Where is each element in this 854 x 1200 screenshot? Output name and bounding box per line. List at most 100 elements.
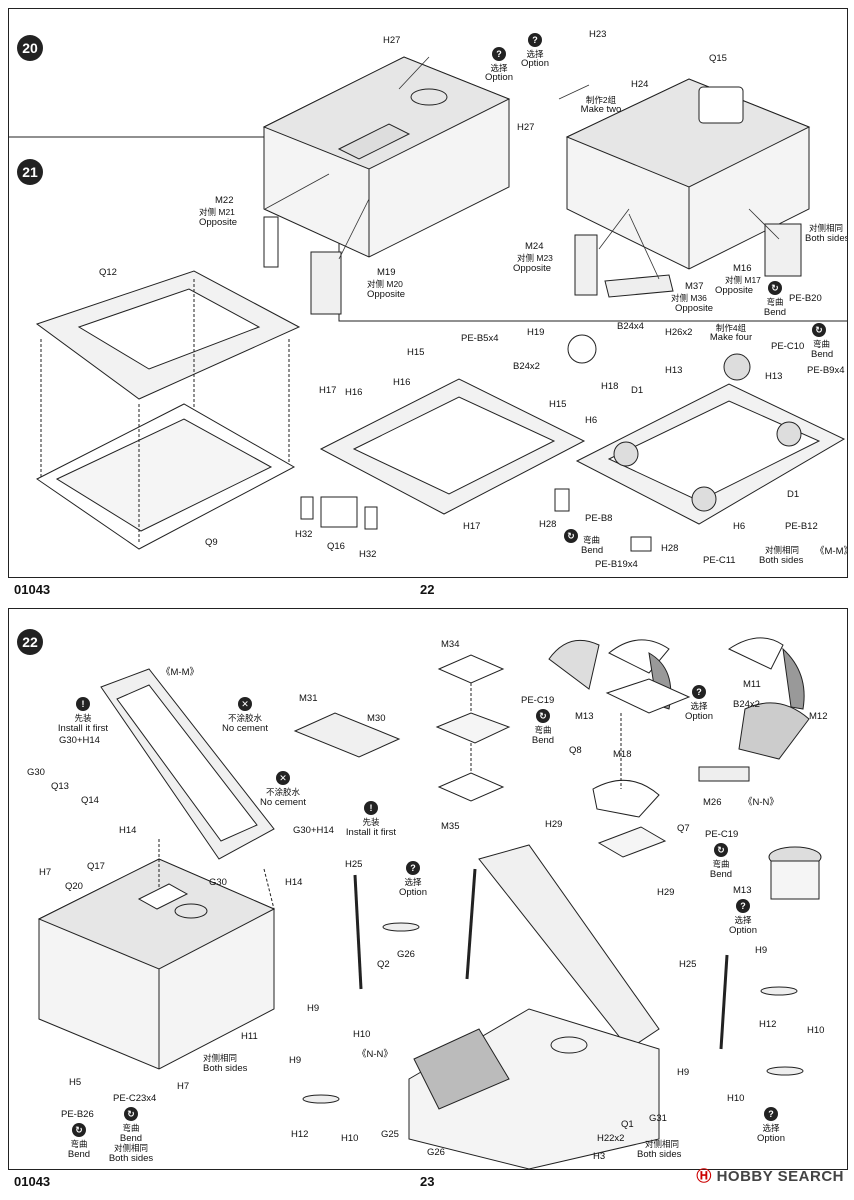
part-label-H28: H28: [539, 519, 557, 530]
part-label-H32: H32: [295, 529, 313, 540]
option-label-cn: 选择: [490, 63, 508, 73]
part-label-H13: H13: [665, 365, 683, 376]
part-label-H3: H3: [593, 1151, 606, 1162]
no-cement-cn: 不涂胶水: [265, 787, 301, 797]
part-label-B24x2: B24x2: [513, 361, 540, 372]
part-label-M11: M11: [743, 679, 761, 690]
bend-label: Bend: [119, 1133, 143, 1144]
install-first-icon: !: [76, 697, 90, 711]
part-label-M24: M24: [525, 241, 544, 252]
part-label-H24: H24: [631, 79, 649, 90]
part-label-PE-B8: PE-B8: [585, 513, 613, 524]
both-sides-cn: 对侧相同: [113, 1143, 149, 1153]
part-label-H11: H11: [241, 1031, 258, 1042]
both-sides-label: Both sides: [108, 1153, 154, 1164]
part-label-Q13: Q13: [51, 781, 69, 792]
part-label-H10: H10: [807, 1025, 825, 1036]
part-label-G30: G30: [27, 767, 45, 778]
option-icon: ?: [764, 1107, 778, 1121]
part-label-G25: G25: [381, 1129, 399, 1140]
no-cement-icon: ✕: [238, 697, 252, 711]
install-first-icon: !: [364, 801, 378, 815]
part-label-PE-B5x4: PE-B5x4: [461, 333, 499, 344]
install-first-cn: 先装: [74, 713, 92, 723]
make-four-label: Make four: [709, 332, 753, 343]
bend-icon: ↻: [714, 843, 728, 857]
bend-label: Bend: [67, 1149, 91, 1160]
part-label-Q17: Q17: [87, 861, 105, 872]
part-label-G31: G31: [649, 1113, 667, 1124]
part-label-H16: H16: [345, 387, 363, 398]
make-two-cn: 制作2组: [585, 95, 617, 105]
bend-cn: 弯曲: [766, 297, 784, 307]
part-label-PE-B26: PE-B26: [61, 1109, 94, 1120]
part-label-PE-B20: PE-B20: [789, 293, 822, 304]
part-label-H32: H32: [359, 549, 377, 560]
part-label-H5: H5: [69, 1077, 82, 1088]
opposite-cn: 对侧 M21: [199, 207, 235, 217]
part-label-Q15: Q15: [709, 53, 727, 64]
both-sides-cn: 对侧相同: [765, 545, 800, 555]
part-label-PE-C19: PE-C19: [705, 829, 739, 840]
both-sides-label: Both sides: [203, 1063, 248, 1074]
opposite-label: Opposite: [715, 285, 754, 296]
part-label-H17: H17: [319, 385, 337, 396]
part-label-H15: H15: [407, 347, 425, 358]
option-label: Option: [485, 72, 513, 83]
part-label-H14: H14: [285, 877, 303, 888]
part-label-M12: M12: [809, 711, 828, 722]
part-label-Q8: Q8: [569, 745, 582, 756]
part-label-Q20: Q20: [65, 881, 83, 892]
option-label: Option: [685, 711, 713, 722]
opposite-cn: 对侧 M36: [671, 293, 707, 303]
bend-label: Bend: [709, 869, 733, 880]
part-label-M30: M30: [367, 713, 386, 724]
part-label-M31: M31: [299, 693, 318, 704]
part-label-M13: M13: [575, 711, 594, 722]
part-label-PE-C10: PE-C10: [771, 341, 805, 352]
option-icon: ?: [406, 861, 420, 875]
part-label-Q7: Q7: [677, 823, 690, 834]
opposite-label: Opposite: [199, 217, 238, 228]
part-label-H10: H10: [727, 1093, 745, 1104]
part-label-H6: H6: [733, 521, 746, 532]
bend-cn: 弯曲: [712, 859, 730, 869]
part-label-H7: H7: [39, 867, 52, 878]
option-cn: 选择: [404, 877, 422, 887]
no-cement-label: No cement: [222, 723, 268, 734]
part-label-H9: H9: [677, 1067, 690, 1078]
part-label-H12: H12: [759, 1019, 777, 1030]
part-label-H7: H7: [177, 1081, 190, 1092]
part-label-B24x2: B24x2: [733, 699, 760, 710]
bend-icon: ↻: [72, 1123, 86, 1137]
hobby-search-watermark: Ⓗ HOBBY SEARCH: [696, 1165, 844, 1186]
part-label-H28: H28: [661, 543, 679, 554]
part-label-H10: H10: [341, 1133, 359, 1144]
both-sides-label: Both sides: [759, 555, 804, 566]
part-label-Q12: Q12: [99, 267, 117, 278]
part-label-H9: H9: [755, 945, 768, 956]
part-label-H25: H25: [345, 859, 363, 870]
step-number-20: 20: [17, 35, 43, 61]
part-label-PE-C23x4: PE-C23x4: [113, 1093, 157, 1104]
bend-icon: ↻: [124, 1107, 138, 1121]
both-sides-label: Both sides: [637, 1149, 682, 1160]
part-label-H25: H25: [679, 959, 697, 970]
part-label-Q14: Q14: [81, 795, 99, 806]
part-label-D1: D1: [631, 385, 644, 396]
step-number-22: 22: [17, 629, 43, 655]
bend-cn: 弯曲: [70, 1139, 88, 1149]
option-icon: ?: [692, 685, 706, 699]
both-sides-cn: 对侧相同: [809, 223, 844, 233]
bend-icon: ↻: [536, 709, 550, 723]
part-label-M18: M18: [613, 749, 632, 760]
part-label-Q16: Q16: [327, 541, 345, 552]
opposite-cn: 对侧 M20: [367, 279, 403, 289]
part-label-PE-B19x4: PE-B19x4: [595, 559, 638, 570]
make-two-label: Make two: [580, 104, 622, 115]
section-ref-MM: 《M-M》: [815, 546, 847, 557]
bend-cn: 弯曲: [534, 725, 552, 735]
part-label-H18: H18: [601, 381, 619, 392]
part-label-M26: M26: [703, 797, 722, 808]
option-icon: ?: [736, 899, 750, 913]
